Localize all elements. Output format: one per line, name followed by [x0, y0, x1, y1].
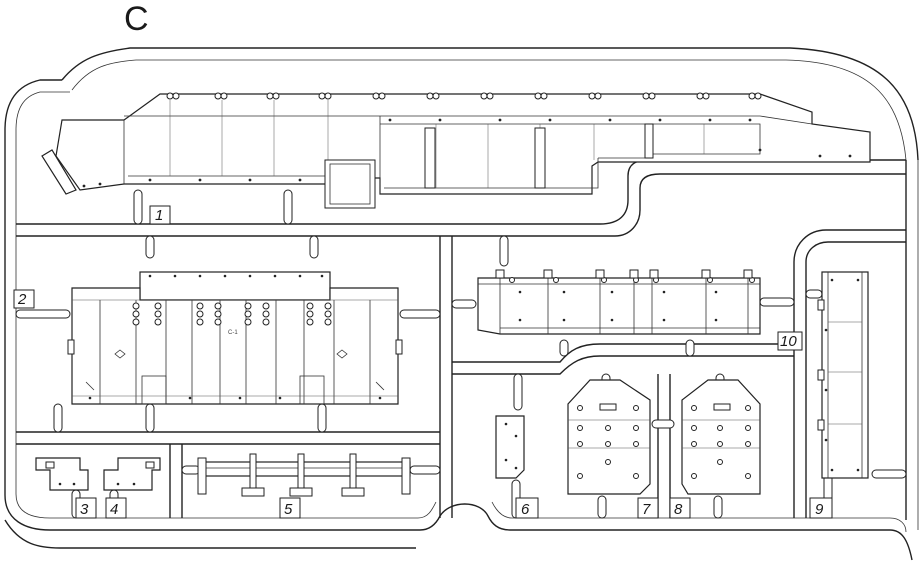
part-3-bracket	[35, 457, 89, 491]
part-7-plate	[567, 379, 651, 495]
part-number-1: 1	[155, 207, 163, 224]
part-number-4: 4	[110, 501, 118, 518]
tag-box-6	[515, 497, 539, 519]
sheet-letter: C	[124, 0, 149, 38]
tag-box-2	[13, 289, 35, 309]
tag-box-4	[105, 497, 127, 519]
part-number-8: 8	[674, 501, 683, 518]
tag-box-7	[637, 497, 659, 519]
part-number-7: 7	[642, 501, 651, 518]
part-number-9: 9	[815, 501, 824, 518]
part-6-side-plate	[495, 415, 525, 479]
part-5-axle-rail	[197, 453, 411, 497]
tag-box-5	[279, 497, 301, 519]
tag-box-10	[777, 331, 803, 351]
part-10-beam	[477, 269, 761, 335]
part-number-5: 5	[284, 501, 293, 518]
tag-box-3	[75, 497, 97, 519]
part-number-10: 10	[780, 333, 797, 350]
tag-box-8	[669, 497, 691, 519]
part-8-plate	[681, 379, 761, 495]
part-number-tags: 1 2 3 4 5 6 7 8 9 10	[13, 205, 833, 519]
part-number-3: 3	[80, 501, 89, 518]
part-4-bracket	[103, 457, 161, 491]
part-1-conveyor	[41, 92, 871, 209]
tag-box-1	[149, 205, 171, 225]
part-number-6: 6	[521, 501, 530, 518]
plate-text: C-1	[228, 330, 238, 336]
sprue-frame	[4, 47, 919, 561]
part-9-vertical-panel	[817, 271, 869, 479]
part-number-2: 2	[17, 291, 27, 308]
part-2-chassis-plate: C-1	[67, 271, 403, 405]
tag-box-9	[809, 497, 833, 519]
